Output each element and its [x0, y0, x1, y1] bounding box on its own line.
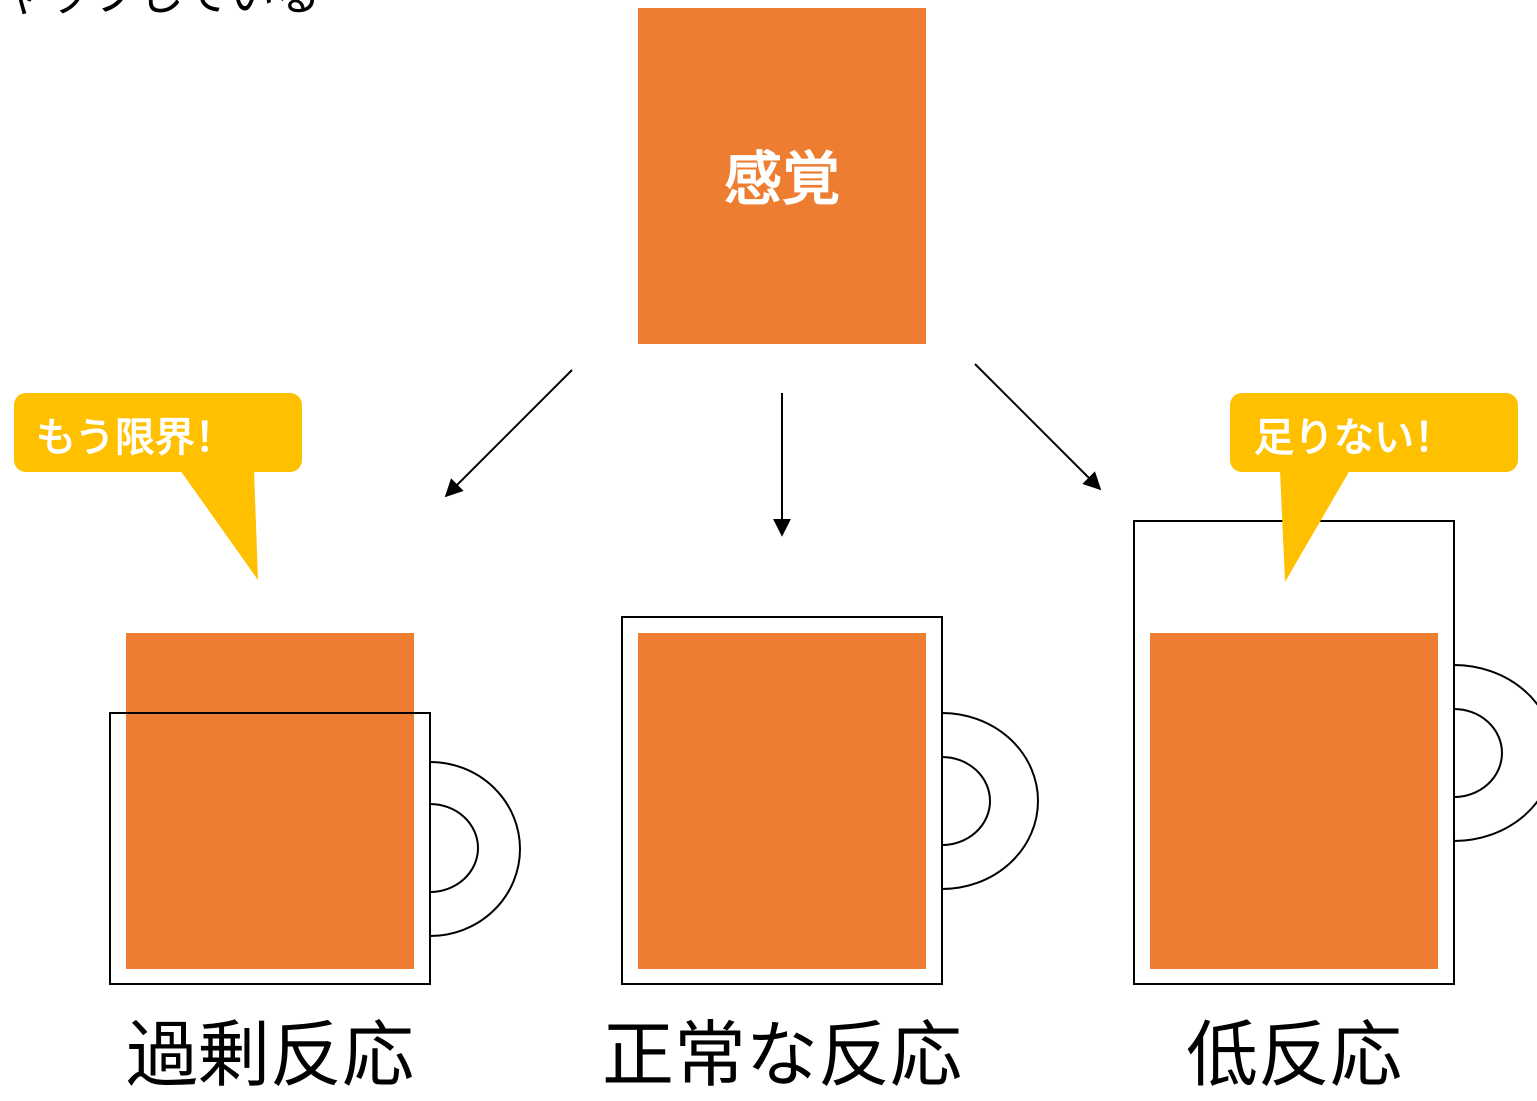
cup-under-handle — [1453, 663, 1537, 843]
sensation-label: 感覚 — [723, 145, 840, 213]
bubble-left-text: もう限界！ — [36, 415, 235, 461]
cup-under-fill — [1150, 633, 1438, 969]
bubble-left — [14, 393, 302, 580]
cup-under — [1133, 520, 1537, 985]
cup-overflow-outline — [109, 712, 431, 985]
cup-overflow-handle — [429, 760, 521, 938]
arrow-left — [444, 369, 573, 498]
sensation-box: 感覚 — [638, 8, 926, 344]
cup-under-label: 低反応 — [1185, 1013, 1402, 1097]
arrow-right — [974, 363, 1102, 491]
cup-normal-fill — [638, 633, 926, 969]
bubble-right-text: 足りない！ — [1254, 415, 1454, 461]
cup-normal-handle — [941, 711, 1039, 891]
cup-normal-label: 正常な反応 — [601, 1013, 962, 1097]
bubble-right — [1230, 393, 1518, 582]
cup-overflow-fill — [126, 633, 414, 969]
cup-overflow — [109, 633, 521, 985]
cup-overflow-label: 過剰反応 — [125, 1013, 414, 1097]
top-text-fragment: ャップしている — [0, 0, 321, 24]
cup-normal — [621, 616, 1039, 985]
